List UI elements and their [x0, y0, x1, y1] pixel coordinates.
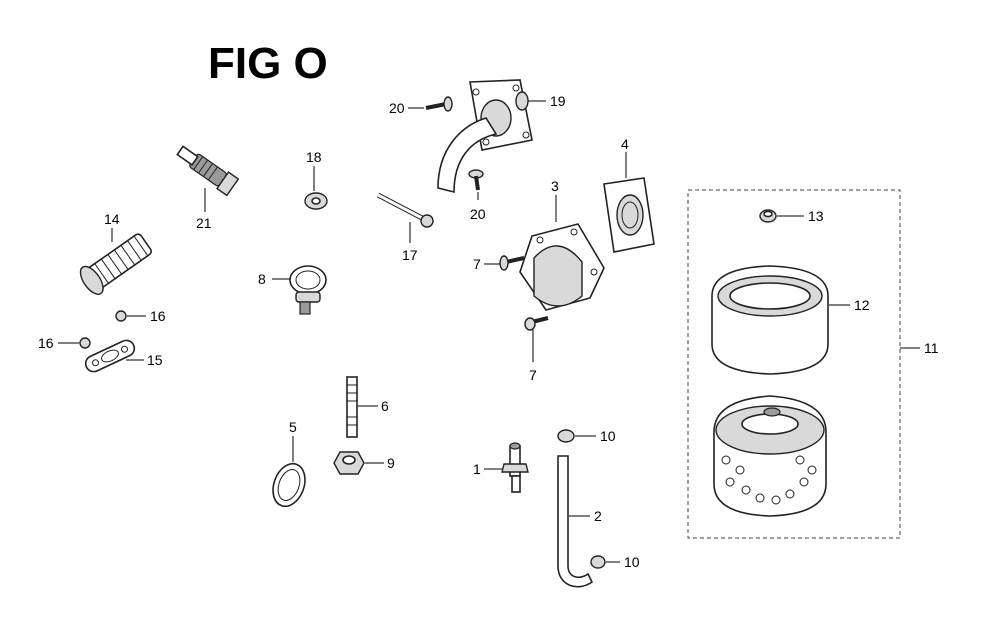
callout-15: 15 [147, 352, 163, 368]
part-8-clamp [289, 265, 327, 315]
callout-10b: 10 [624, 554, 640, 570]
figure-title: FIG O [208, 39, 328, 88]
part-10-clip-b [590, 555, 606, 569]
callout-6: 6 [381, 398, 389, 414]
callout-7b: 7 [529, 367, 537, 383]
part-21-spark-plug [176, 145, 240, 197]
callout-5: 5 [289, 419, 297, 435]
part-9-nut [333, 451, 365, 475]
callout-18: 18 [306, 149, 322, 165]
callout-20b: 20 [470, 206, 486, 222]
callout-10a: 10 [600, 428, 616, 444]
callout-9: 9 [387, 455, 395, 471]
part-19-breather-tube [437, 79, 533, 194]
part-16-nut-b [79, 337, 91, 349]
part-13-grommet [759, 209, 777, 223]
part-18-washer [304, 192, 328, 210]
callout-7a: 7 [473, 256, 481, 272]
callout-1: 1 [473, 461, 481, 477]
part-2-hose [557, 455, 594, 588]
callout-2: 2 [594, 508, 602, 524]
callout-17: 17 [402, 247, 418, 263]
part-15-gasket [84, 339, 136, 373]
part-11-assembly-box [687, 189, 901, 539]
callout-8: 8 [258, 271, 266, 287]
part-17-bolt [376, 192, 434, 228]
callout-3: 3 [551, 178, 559, 194]
part-14-strainer [79, 233, 152, 295]
callout-21: 21 [196, 215, 212, 231]
part-7-bolt-b [524, 316, 549, 331]
part-7-bolt-a [499, 255, 525, 271]
callout-20a: 20 [389, 100, 405, 116]
part-3-case [519, 223, 605, 311]
part-16-nut-a [115, 310, 127, 322]
callout-19: 19 [550, 93, 566, 109]
part-12-foam-element [711, 265, 829, 375]
paper-filter-element [713, 395, 827, 517]
callout-16a: 16 [150, 308, 166, 324]
part-6-stud [346, 376, 358, 438]
callout-16b: 16 [38, 335, 54, 351]
callout-13: 13 [808, 208, 824, 224]
part-4-gasket [603, 177, 655, 253]
part-20-screw-b [468, 169, 484, 191]
part-10-clip-a [557, 429, 575, 443]
part-20-screw-a [425, 96, 453, 112]
callout-4: 4 [621, 136, 629, 152]
callout-11: 11 [924, 340, 939, 356]
part-1-fitting [501, 442, 529, 493]
callout-14: 14 [104, 211, 120, 227]
part-5-gasket-ring [272, 462, 306, 508]
callout-12: 12 [854, 297, 870, 313]
